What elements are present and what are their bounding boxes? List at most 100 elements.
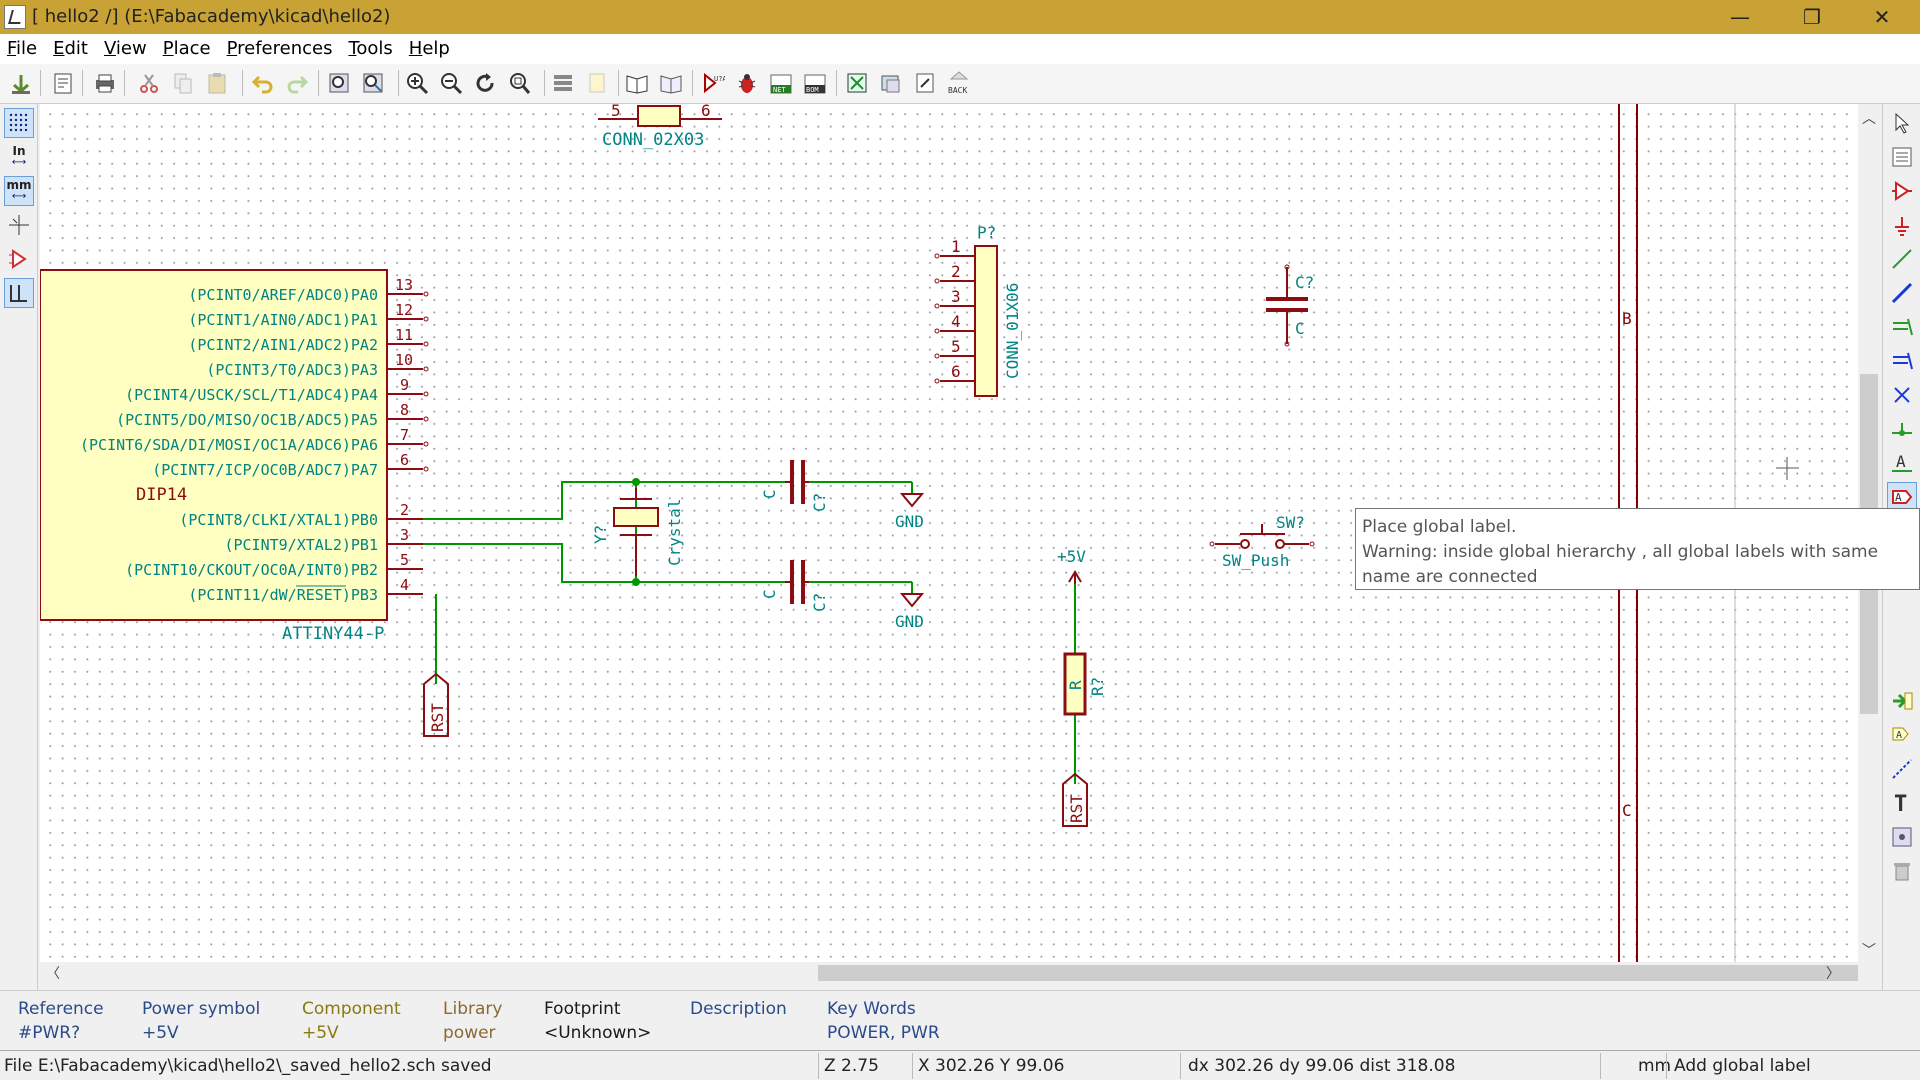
- menu-edit[interactable]: Edit: [53, 38, 88, 59]
- units-mm-button[interactable]: mm⟷: [4, 176, 34, 206]
- capacitor-1-symbol[interactable]: C C?: [760, 460, 829, 512]
- paste-icon[interactable]: [202, 68, 232, 98]
- cut-icon[interactable]: [134, 68, 164, 98]
- new-schematic-icon[interactable]: [6, 68, 36, 98]
- place-global-label-icon[interactable]: A: [1887, 482, 1917, 512]
- capacitor-2-value: C: [760, 589, 779, 599]
- rst-global-label-2[interactable]: RST: [1062, 772, 1088, 827]
- gnd-symbol-2[interactable]: GND: [895, 593, 925, 631]
- menu-file[interactable]: File: [7, 38, 38, 59]
- place-hierarchical-pin-icon[interactable]: [1887, 686, 1917, 716]
- capacitor-2-symbol[interactable]: C C?: [760, 560, 829, 612]
- units-inch-button[interactable]: In⟷: [11, 144, 27, 168]
- find-replace-icon[interactable]: [358, 68, 388, 98]
- horizontal-scroll-thumb[interactable]: [818, 965, 1858, 981]
- place-image-icon[interactable]: [1887, 822, 1917, 852]
- cvpcb-icon[interactable]: [842, 68, 872, 98]
- horizontal-scrollbar[interactable]: 〈 〉: [40, 962, 1882, 984]
- place-net-label-icon[interactable]: A: [1887, 448, 1917, 478]
- scroll-up-icon[interactable]: ︿: [1862, 111, 1876, 127]
- zoom-fit-icon[interactable]: [504, 68, 534, 98]
- wire-to-bus-entry-icon[interactable]: [1887, 312, 1917, 342]
- cursor-shape-icon[interactable]: [4, 210, 34, 240]
- annotate-icon[interactable]: U?A: [698, 68, 728, 98]
- capacitor-top-symbol[interactable]: C? C: [1266, 264, 1314, 347]
- schematic-canvas[interactable]: B C 5 6 CONN_02X03 13: [40, 104, 1864, 962]
- svg-text:A: A: [1896, 730, 1902, 741]
- select-arrow-icon[interactable]: [1887, 108, 1917, 138]
- gnd-1-label: GND: [895, 512, 924, 531]
- find-icon[interactable]: [324, 68, 354, 98]
- menu-help[interactable]: Help: [408, 38, 450, 59]
- info-power-symbol: Power symbol+5V: [142, 999, 261, 1043]
- zoom-in-icon[interactable]: [402, 68, 432, 98]
- hidden-pins-icon[interactable]: [4, 244, 34, 274]
- place-component-icon[interactable]: [1887, 176, 1917, 206]
- import-footprint-icon[interactable]: [910, 68, 940, 98]
- delete-item-icon[interactable]: [1887, 856, 1917, 886]
- bom-icon[interactable]: BOM: [800, 68, 830, 98]
- highlight-net-icon[interactable]: [1887, 142, 1917, 172]
- resistor-symbol[interactable]: R R?: [1063, 652, 1107, 716]
- undo-icon[interactable]: [248, 68, 278, 98]
- close-button[interactable]: ✕: [1873, 5, 1891, 29]
- back-icon[interactable]: BACK: [944, 68, 974, 98]
- scroll-left-icon[interactable]: 〈: [46, 966, 60, 982]
- maximize-button[interactable]: ❐: [1803, 5, 1821, 29]
- no-connect-icon[interactable]: [1887, 380, 1917, 410]
- status-cursor-position: X 302.26 Y 99.06: [918, 1056, 1065, 1076]
- place-graphic-line-icon[interactable]: [1887, 754, 1917, 784]
- copy-icon[interactable]: [168, 68, 198, 98]
- netlist-icon[interactable]: NET: [766, 68, 796, 98]
- capacitor-1-ref: C?: [810, 493, 829, 512]
- page-settings-icon[interactable]: [48, 68, 78, 98]
- crystal-symbol[interactable]: Y? Crystal: [591, 488, 684, 576]
- switch-symbol[interactable]: SW? SW_Push: [1209, 513, 1315, 570]
- svg-text:A: A: [1895, 491, 1902, 504]
- place-text-icon[interactable]: T: [1887, 788, 1917, 818]
- conn-02x03-symbol[interactable]: 5 6 CONN_02X03: [598, 104, 722, 150]
- erc-icon[interactable]: [732, 68, 762, 98]
- scroll-down-icon[interactable]: ﹀: [1862, 943, 1876, 959]
- tooltip: Place global label. Warning: inside glob…: [1355, 508, 1920, 590]
- switch-ref: SW?: [1276, 513, 1305, 532]
- place-junction-icon[interactable]: [1887, 414, 1917, 444]
- menu-preferences[interactable]: Preferences: [226, 38, 333, 59]
- info-description: Description: [690, 999, 787, 1019]
- gnd-symbol-1[interactable]: GND: [895, 493, 925, 531]
- hierarchy-navigator-icon[interactable]: [548, 68, 578, 98]
- import-sheet-pin-icon[interactable]: A: [1887, 720, 1917, 750]
- scroll-right-icon[interactable]: 〉: [1826, 966, 1840, 982]
- library-editor-icon[interactable]: [622, 68, 652, 98]
- print-icon[interactable]: [90, 68, 120, 98]
- minimize-button[interactable]: —: [1730, 5, 1750, 29]
- menu-tools[interactable]: Tools: [348, 38, 393, 59]
- redo-icon[interactable]: [282, 68, 312, 98]
- ic-pin-number: 10: [395, 351, 413, 369]
- attiny44-symbol[interactable]: 13 12 11 10 9 8 7 6 2 3 5 4 (PCINT0/AREF…: [40, 269, 429, 644]
- ic-pin-number: 12: [395, 301, 413, 319]
- resistor-ref: R?: [1088, 677, 1107, 696]
- place-power-icon[interactable]: [1887, 210, 1917, 240]
- conn-01x06-symbol[interactable]: 1 2 3 4 5 6 P? CONN_01X06: [934, 223, 1022, 397]
- junction-dot: [632, 478, 640, 486]
- wire-angle-icon[interactable]: [4, 278, 34, 308]
- zoom-out-icon[interactable]: [436, 68, 466, 98]
- power-5v-symbol[interactable]: +5V: [1057, 547, 1086, 584]
- menu-view[interactable]: View: [103, 38, 147, 59]
- bus-to-bus-entry-icon[interactable]: [1887, 346, 1917, 376]
- rst-global-label-1[interactable]: RST: [423, 672, 449, 737]
- conn-02x03-pin-5: 5: [611, 104, 621, 120]
- wires[interactable]: [423, 481, 1076, 784]
- pcbnew-icon[interactable]: [876, 68, 906, 98]
- place-bus-icon[interactable]: [1887, 278, 1917, 308]
- library-browser-icon[interactable]: [656, 68, 686, 98]
- info-footprint: Footprint<Unknown>: [544, 999, 652, 1043]
- place-wire-icon[interactable]: [1887, 244, 1917, 274]
- ic-pin-name: (PCINT0/AREF/ADC0)PA0: [188, 286, 378, 304]
- leave-sheet-icon[interactable]: [582, 68, 612, 98]
- zoom-redraw-icon[interactable]: [470, 68, 500, 98]
- menu-place[interactable]: Place: [162, 38, 211, 59]
- grid-toggle-icon[interactable]: [4, 108, 34, 138]
